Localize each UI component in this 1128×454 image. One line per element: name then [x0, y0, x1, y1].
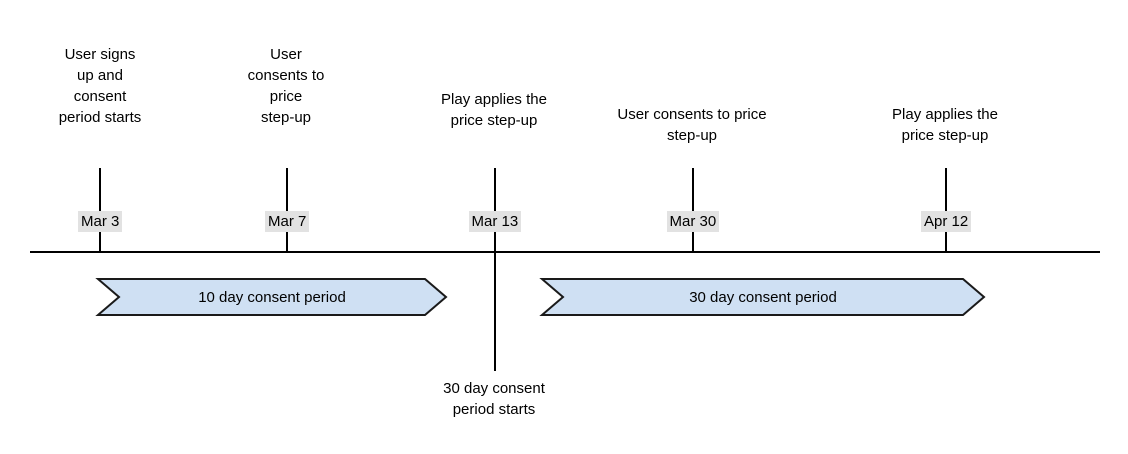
event-tick-apr-12 — [945, 168, 947, 252]
event-label-mar-30: User consents to price step-up — [617, 106, 767, 144]
consent-period-period-10-day: 10 day consent period — [95, 278, 448, 316]
event-label-mar-3: User signs up and consent period starts — [58, 46, 142, 126]
date-chip-mar-3: Mar 3 — [78, 211, 123, 232]
chevron-shape — [539, 278, 986, 316]
date-chip-mar-30: Mar 30 — [666, 211, 720, 232]
date-chip-apr-12: Apr 12 — [921, 211, 972, 232]
event-label-mar-7: User consents to price step-up — [247, 46, 325, 126]
event-tick-mar-7 — [286, 168, 288, 252]
annotation-connector — [494, 253, 496, 371]
event-label-mar-13: Play applies the price step-up — [441, 91, 547, 129]
chevron-shape — [95, 278, 448, 316]
event-tick-mar-13 — [494, 168, 496, 252]
timeline-axis — [30, 251, 1100, 253]
date-chip-mar-13: Mar 13 — [468, 211, 522, 232]
event-label-apr-12: Play applies the price step-up — [892, 106, 998, 144]
event-tick-mar-30 — [692, 168, 694, 252]
event-tick-mar-3 — [99, 168, 101, 252]
annotation-note-30-day-start: 30 day consent period starts — [443, 380, 545, 418]
consent-period-period-30-day: 30 day consent period — [539, 278, 986, 316]
date-chip-mar-7: Mar 7 — [265, 211, 310, 232]
